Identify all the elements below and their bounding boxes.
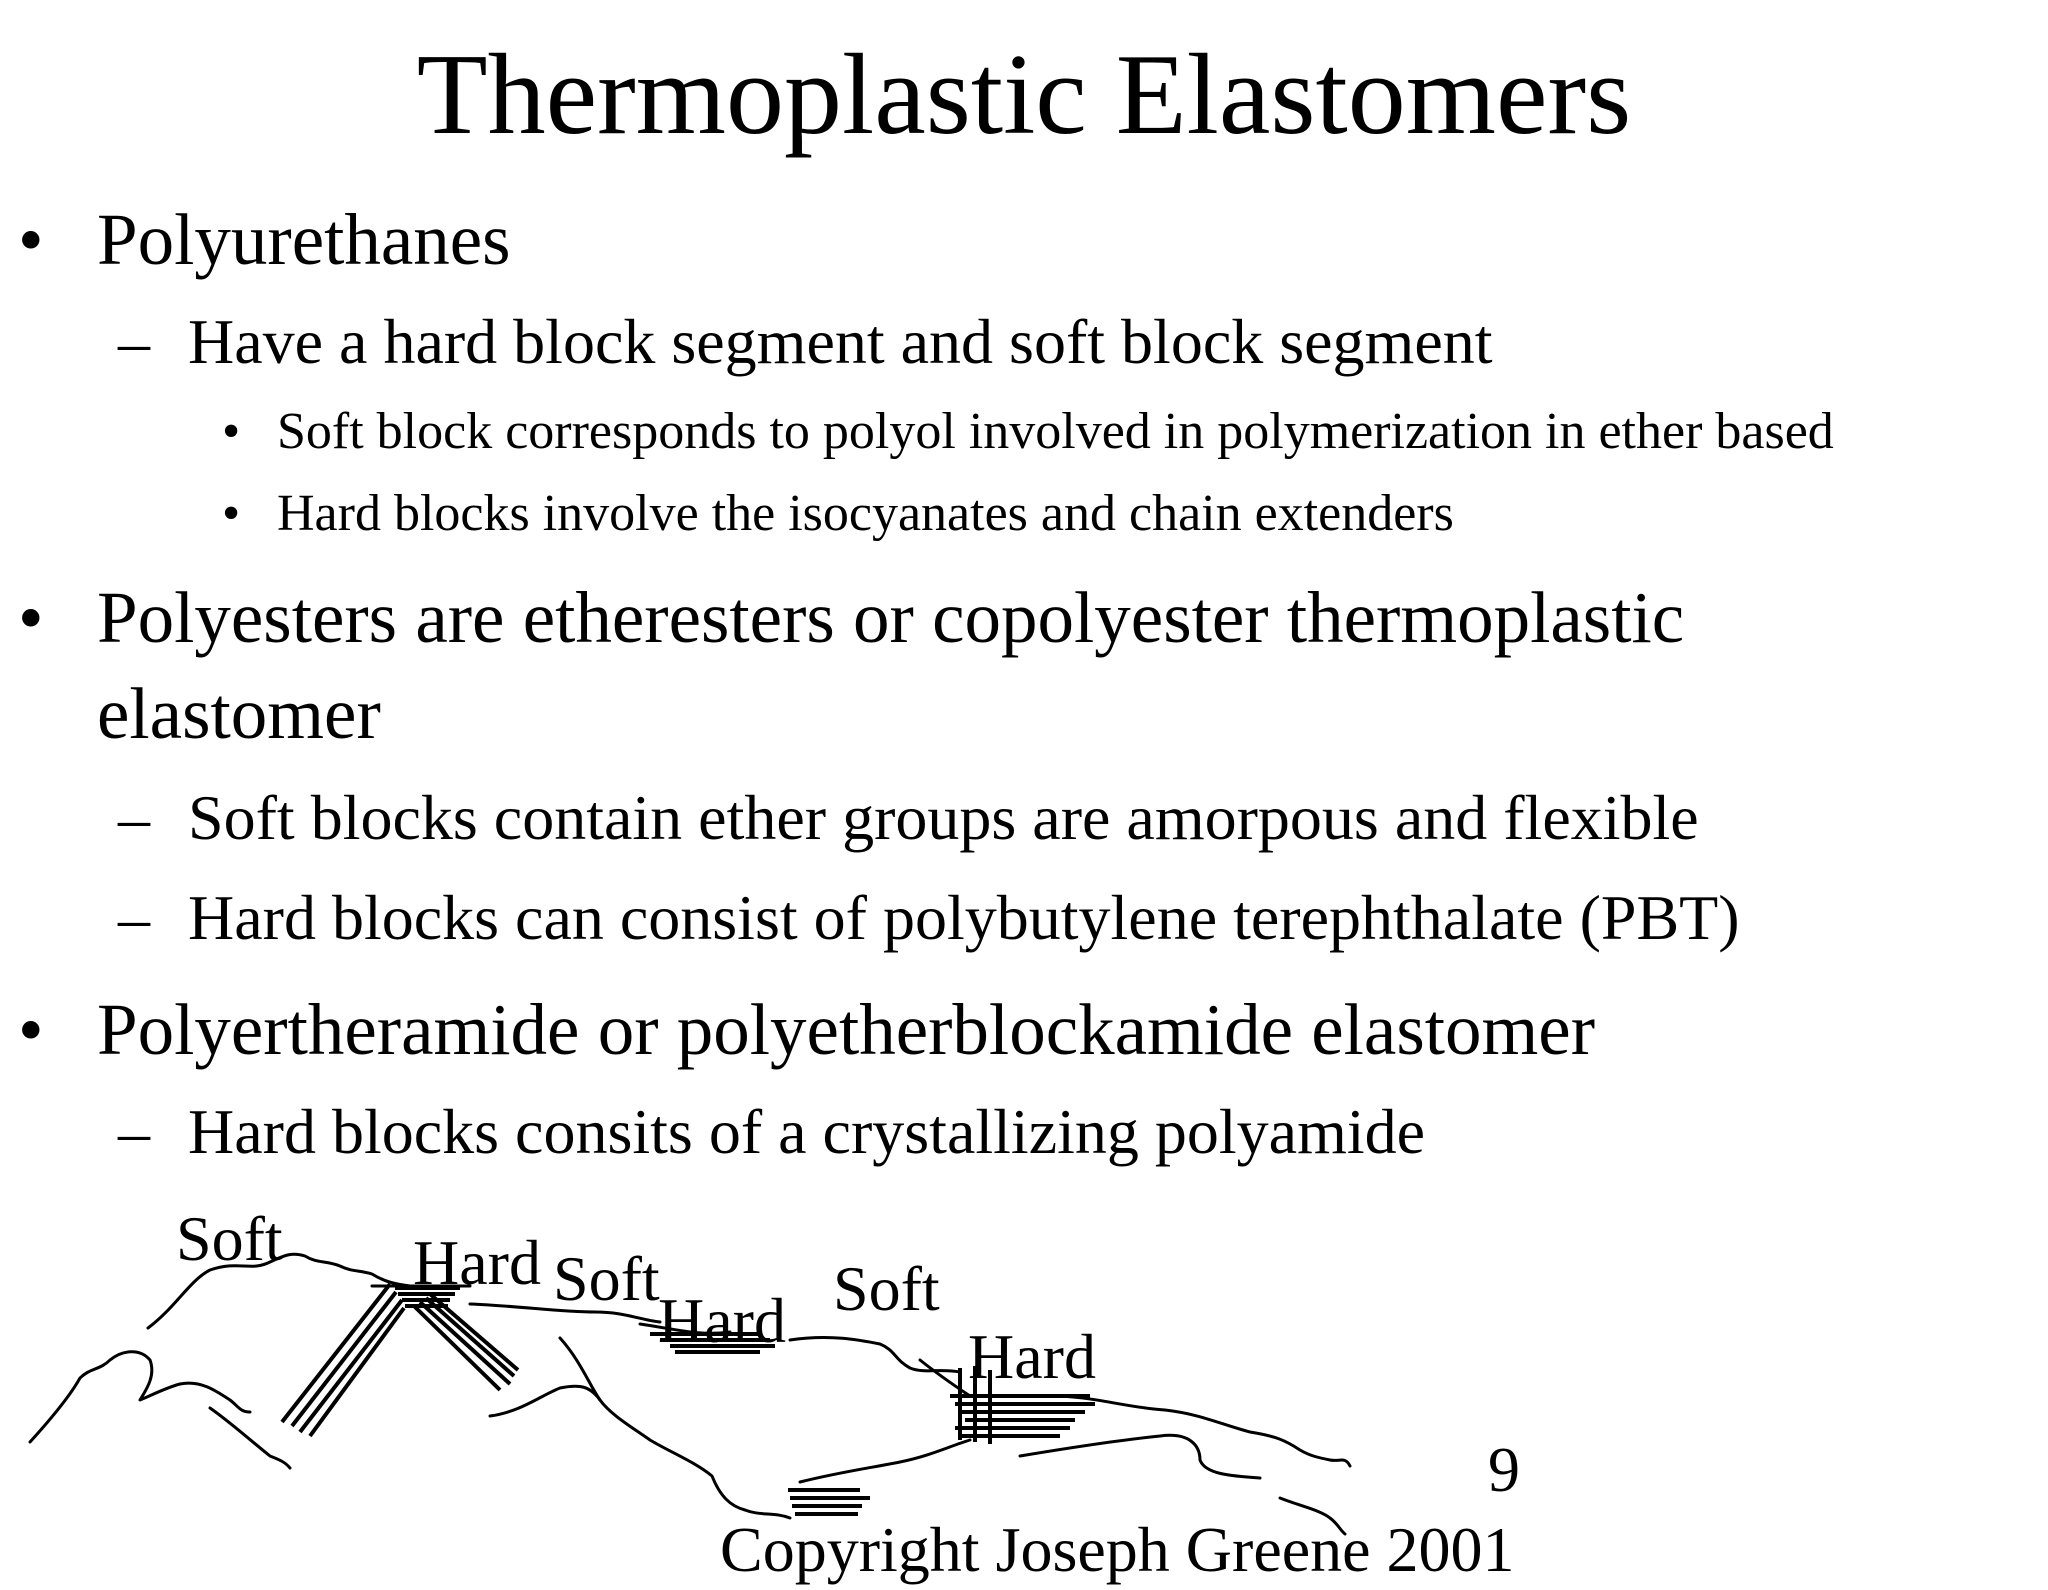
sub-sub-bullet-soft-block: Soft block corresponds to polyol involve…: [277, 403, 1834, 460]
label-hard: Hard: [658, 1285, 786, 1356]
bullet-marker: •: [222, 485, 241, 542]
copyright-notice: Copyright Joseph Greene 2001: [720, 1514, 1515, 1585]
hard-crystalline-segments: [280, 1282, 1095, 1516]
dash-marker: –: [118, 882, 150, 953]
sub-bullet-soft-blocks-ether: Soft blocks contain ether groups are amo…: [188, 782, 1699, 853]
slide-title: Thermoplastic Elastomers: [416, 31, 1632, 159]
page-number: 9: [1488, 1434, 1520, 1505]
sub-sub-bullet-hard-blocks: Hard blocks involve the isocyanates and …: [277, 485, 1454, 542]
sub-bullet-crystallizing-polyamide: Hard blocks consits of a crystallizing p…: [188, 1096, 1426, 1167]
label-hard: Hard: [968, 1321, 1096, 1392]
polymer-chain-lines: [28, 1252, 1352, 1536]
dash-marker: –: [118, 306, 150, 377]
bullet-marker: •: [18, 989, 44, 1070]
bullet-marker: •: [18, 577, 44, 658]
label-soft: Soft: [176, 1203, 283, 1274]
dash-marker: –: [118, 782, 150, 853]
bullet-polyetheramide: Polyertheramide or polyetherblockamide e…: [97, 989, 1595, 1070]
block-copolymer-diagram: Soft Hard Soft Hard Soft Hard: [28, 1203, 1352, 1536]
label-soft: Soft: [833, 1253, 940, 1324]
sub-bullet-hard-soft-segment: Have a hard block segment and soft block…: [188, 306, 1493, 377]
bullet-polyesters-line2: elastomer: [97, 673, 381, 754]
label-soft: Soft: [553, 1243, 660, 1314]
label-hard: Hard: [413, 1227, 541, 1298]
bullet-marker: •: [18, 199, 44, 280]
bullet-polyurethanes: Polyurethanes: [97, 199, 511, 280]
bullet-marker: •: [222, 403, 241, 460]
bullet-polyesters-line1: Polyesters are etheresters or copolyeste…: [97, 577, 1685, 658]
sub-bullet-hard-blocks-pbt: Hard blocks can consist of polybutylene …: [188, 882, 1740, 953]
dash-marker: –: [118, 1096, 150, 1167]
